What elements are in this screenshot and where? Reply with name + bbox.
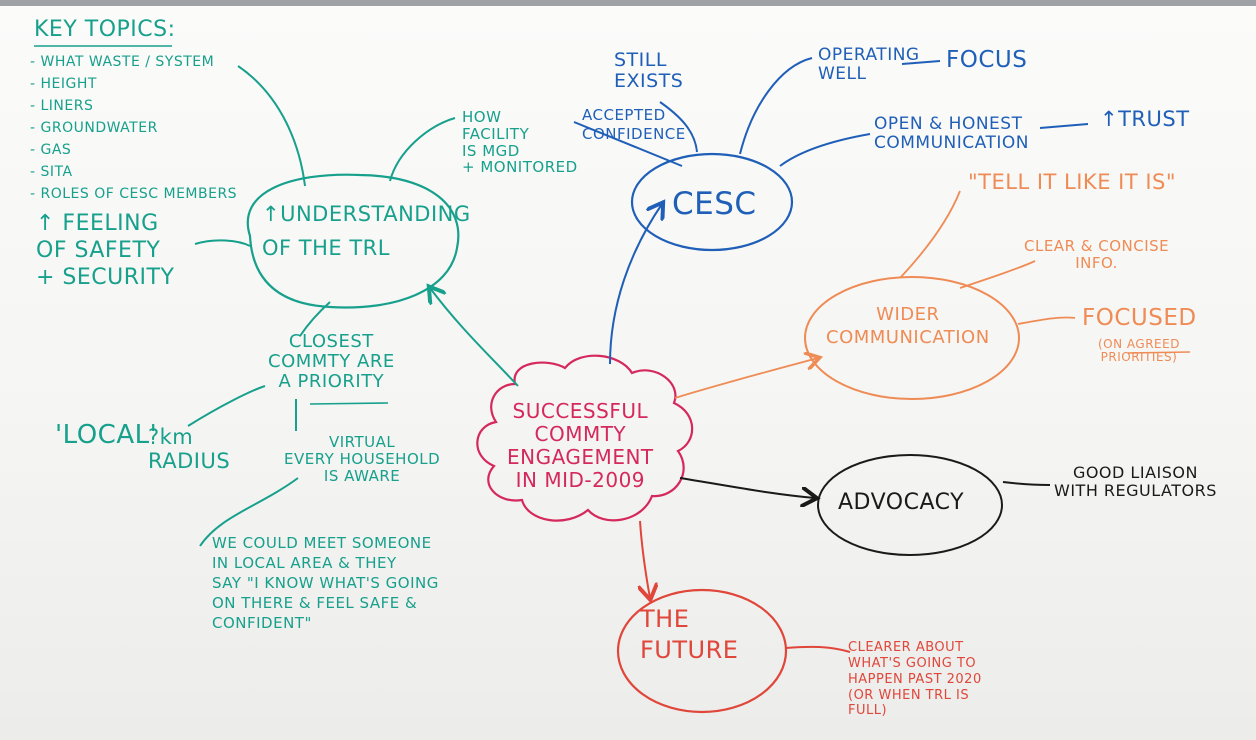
how-facility-managed-text: HOW FACILITY IS MGD + MONITORED (462, 108, 578, 177)
understanding-title: ↑UNDERSTANDING OF THE TRL (262, 202, 471, 260)
cesc-bubble (630, 152, 794, 252)
still-exists-text: STILL EXISTS (614, 49, 684, 93)
understanding-bubble (246, 173, 460, 309)
good-liaison-text: GOOD LIAISON WITH REGULATORS (1054, 463, 1217, 500)
focused-text: FOCUSED (1082, 305, 1197, 331)
advocacy-title: ADVOCACY (838, 490, 965, 515)
focus-text: FOCUS (946, 47, 1028, 73)
wider-communication-title: WIDER COMMUNICATION (826, 304, 990, 348)
trust-text: ↑TRUST (1100, 107, 1190, 131)
center-topic-text: SUCCESSFUL COMMTY ENGAGEMENT IN MID-2009 (507, 399, 654, 492)
teal-connectors (187, 65, 519, 547)
clear-concise-info-text: CLEAR & CONCISE INFO. (1024, 237, 1170, 272)
accepted-confidence-text: ACCEPTED CONFIDENCE (582, 106, 686, 143)
agreed-priorities-text: (ON AGREED PRIORITIES) (1098, 337, 1180, 365)
key-topic-item: - HEIGHT (30, 76, 97, 92)
blue-connectors (573, 57, 1089, 365)
center-cloud (476, 354, 694, 522)
orange-connectors (674, 190, 1076, 399)
clearer-about-future-text: CLEARER ABOUT WHAT'S GOING TO HAPPEN PAS… (848, 640, 982, 719)
local-text: 'LOCAL' (55, 420, 158, 450)
key-topic-item: - GAS (30, 142, 72, 158)
cesc-title: CESC (672, 186, 757, 222)
wider-communication-bubble (804, 276, 1020, 400)
key-topic-item: - GROUNDWATER (30, 120, 158, 136)
key-topic-item: - WHAT WASTE / SYSTEM (30, 54, 215, 70)
tell-it-like-it-is-text: "TELL IT LIKE IT IS" (968, 170, 1177, 194)
feeling-of-safety-text: ↑ FEELING OF SAFETY + SECURITY (36, 211, 175, 290)
km-radius-text: ?km RADIUS (148, 425, 231, 473)
closest-community-priority-text: CLOSEST COMMTY ARE A PRIORITY (268, 331, 395, 393)
mind-map-connectors (34, 45, 1191, 714)
black-connectors (679, 477, 1051, 498)
future-title: THE FUTURE (640, 605, 739, 665)
underlines (34, 45, 1191, 405)
key-topic-item: - ROLES OF CESC MEMBERS (30, 186, 238, 202)
open-honest-communication-text: OPEN & HONEST COMMUNICATION (874, 114, 1029, 154)
red-connectors (640, 520, 851, 653)
key-topics-title: KEY TOPICS: (34, 17, 176, 42)
key-topic-item: - LINERS (30, 98, 94, 114)
virtual-awareness-text: VIRTUAL EVERY HOUSEHOLD IS AWARE (284, 433, 441, 485)
future-bubble (616, 588, 788, 714)
operating-well-text: OPERATING WELL (818, 45, 920, 85)
community-quote-text: WE COULD MEET SOMEONE IN LOCAL AREA & TH… (212, 534, 439, 632)
key-topic-item: - SITA (30, 164, 73, 180)
